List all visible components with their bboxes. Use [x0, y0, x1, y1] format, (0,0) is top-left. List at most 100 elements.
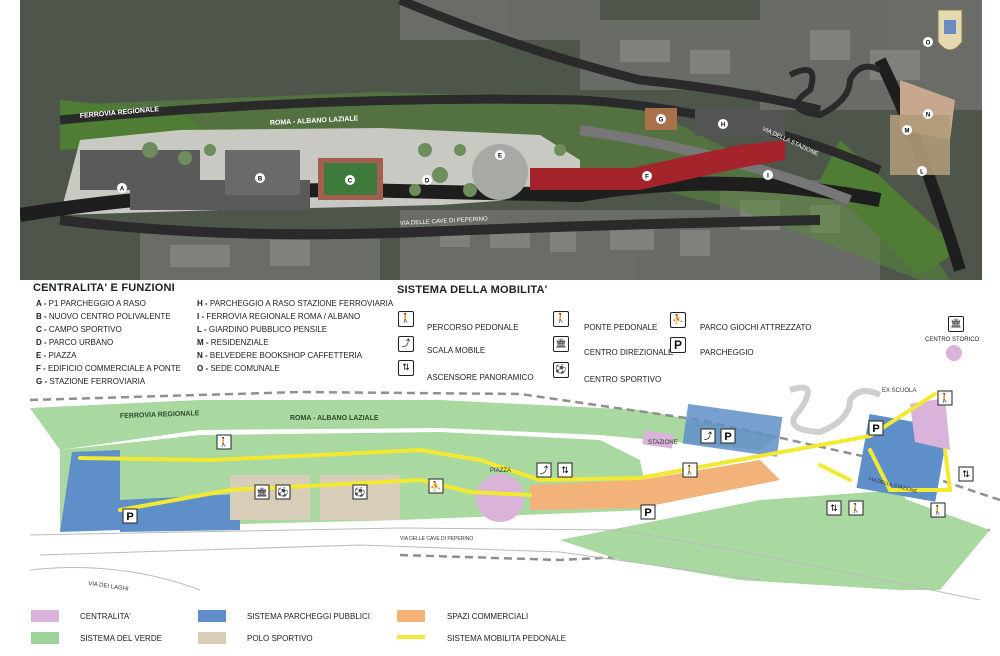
function-code: E -	[36, 351, 47, 360]
plan-directional-icon: 🏛	[254, 484, 270, 500]
plan-label-roma-albano: ROMA - ALBANO LAZIALE	[290, 415, 379, 422]
function-item: D - PARCO URBANO	[36, 336, 113, 349]
plan-pedestrian-icon: 🚶	[848, 500, 864, 516]
plan-parking-icon: P	[640, 504, 656, 520]
function-item: G - STAZIONE FERROVIARIA	[36, 375, 145, 388]
legend-swatch-sportivo	[198, 632, 226, 644]
function-label: STAZIONE FERROVIARIA	[49, 377, 146, 386]
function-label: PARCHEGGIO A RASO STAZIONE FERROVIARIA	[209, 299, 394, 308]
function-item: E - PIAZZA	[36, 349, 76, 362]
marker-b: B	[258, 176, 263, 182]
functions-title: CENTRALITA' E FUNZIONI	[33, 282, 175, 294]
mobility-label: CENTRO DIREZIONALE	[584, 348, 674, 357]
function-code: N -	[197, 351, 208, 360]
function-code: B -	[36, 312, 47, 321]
svg-text:🚶: 🚶	[850, 502, 861, 514]
function-label: PIAZZA	[48, 351, 77, 360]
pedestrian-path-icon: 🚶	[398, 311, 414, 327]
svg-text:⇅: ⇅	[830, 504, 838, 514]
legend-label: CENTRALITA'	[80, 612, 131, 621]
mobility-title: SISTEMA DELLA MOBILITA'	[397, 284, 548, 296]
plan-escalator-icon: ⤴	[700, 428, 716, 444]
function-item: F - EDIFICIO COMMERCIALE A PONTE	[36, 362, 181, 375]
plan-sports-field-icon: ⚽	[352, 484, 368, 500]
marker-d: D	[425, 178, 430, 184]
mobility-label: PERCORSO PEDONALE	[427, 323, 519, 332]
svg-text:⚽: ⚽	[353, 486, 365, 498]
function-code: I -	[197, 312, 205, 321]
plan-pedestrian-icon: 🚶	[216, 434, 232, 450]
function-item: H - PARCHEGGIO A RASO STAZIONE FERROVIAR…	[197, 297, 393, 310]
marker-n: N	[926, 112, 930, 118]
plan-label-stazione: STAZIONE	[648, 440, 678, 446]
legend-label: SPAZI COMMERCIALI	[447, 612, 529, 621]
function-label: PARCO URBANO	[48, 338, 114, 347]
function-code: L -	[197, 325, 207, 334]
function-item: N - BELVEDERE BOOKSHOP CAFFETTERIA	[197, 349, 362, 362]
legend-label: SISTEMA MOBILITA PEDONALE	[447, 634, 566, 643]
svg-text:P: P	[644, 507, 651, 519]
playground-icon: ⛹	[670, 312, 686, 328]
plan-elevator-icon: ⇅	[958, 466, 974, 482]
directional-center-icon: 🏛	[553, 336, 569, 352]
svg-text:⇅: ⇅	[561, 466, 569, 476]
plan-pedestrian-bridge-icon: 🚶	[682, 462, 698, 478]
function-item: A - P1 PARCHEGGIO A RASO	[36, 297, 146, 310]
function-item: C - CAMPO SPORTIVO	[36, 323, 122, 336]
function-code: M -	[197, 338, 209, 347]
plan-label-ex-scuola: EX SCUOLA	[882, 388, 916, 394]
centro-storico-marker	[946, 345, 962, 361]
svg-text:🚶: 🚶	[932, 504, 943, 516]
function-code: D -	[36, 338, 47, 347]
marker-l: L	[920, 169, 924, 175]
plan-label-via-laghi: VIA DEI LAGHI	[88, 581, 129, 593]
svg-text:🚶: 🚶	[218, 436, 229, 448]
plan-parking-icon: P	[122, 508, 138, 524]
aerial-label-via-cave: VIA DELLE CAVE DI PEPERINO	[400, 216, 488, 227]
panoramic-elevator-icon: ⇅	[398, 360, 414, 376]
svg-text:⛹: ⛹	[430, 480, 441, 492]
function-item: L - GIARDINO PUBBLICO PENSILE	[197, 323, 327, 336]
aerial-markers: A B C D E F G H I L M N O	[117, 37, 933, 193]
svg-text:P: P	[724, 431, 731, 443]
plan-playground-icon: ⛹	[428, 478, 444, 494]
function-label: BELVEDERE BOOKSHOP CAFFETTERIA	[209, 351, 363, 360]
marker-g: G	[659, 117, 664, 123]
escalator-icon: ⤴	[398, 336, 414, 352]
svg-text:🚶: 🚶	[939, 392, 950, 404]
pedestrian-bridge-icon: 🚶	[553, 311, 569, 327]
plan-pedestrian-icon: 🚶	[930, 502, 946, 518]
function-label: NUOVO CENTRO POLIVALENTE	[48, 312, 171, 321]
svg-text:P: P	[872, 423, 879, 435]
plan-parking-icon: P	[720, 428, 736, 444]
marker-h: H	[721, 122, 725, 128]
legend-swatch-pedonale	[397, 635, 425, 639]
mobility-label: PONTE PEDONALE	[584, 323, 658, 332]
function-code: O -	[197, 364, 209, 373]
legend-swatch-verde	[31, 632, 59, 644]
plan-label-piazza: PIAZZA	[490, 468, 511, 474]
mobility-label: PARCHEGGIO	[700, 348, 754, 357]
marker-o: O	[926, 40, 931, 46]
function-label: CAMPO SPORTIVO	[48, 325, 122, 334]
legend-swatch-parcheggi	[198, 610, 226, 622]
function-label: GIARDINO PUBBLICO PENSILE	[208, 325, 328, 334]
plan-escalator-icon: ⤴	[536, 462, 552, 478]
svg-text:⤴: ⤴	[539, 464, 548, 476]
masterplan: FERROVIA REGIONALE ROMA - ALBANO LAZIALE…	[29, 384, 1000, 600]
parking-icon: P	[670, 337, 686, 353]
mobility-label: CENTRO SPORTIVO	[584, 375, 662, 384]
function-item: O - SEDE COMUNALE	[197, 362, 280, 375]
legend-swatch-commerciali	[397, 610, 425, 622]
plan-sports-icon: ⚽	[275, 484, 291, 500]
legend-swatch-centralita	[31, 610, 59, 622]
svg-text:P: P	[126, 511, 133, 523]
mobility-label: ASCENSORE PANORAMICO	[427, 373, 534, 382]
marker-a: A	[120, 186, 125, 192]
mobility-label: SCALA MOBILE	[427, 346, 486, 355]
legend-label: SISTEMA DEL VERDE	[80, 634, 162, 643]
legend-label: POLO SPORTIVO	[247, 634, 313, 643]
function-code: F -	[36, 364, 46, 373]
function-code: A -	[36, 299, 47, 308]
function-item: I - FERROVIA REGIONALE ROMA / ALBANO	[197, 310, 360, 323]
